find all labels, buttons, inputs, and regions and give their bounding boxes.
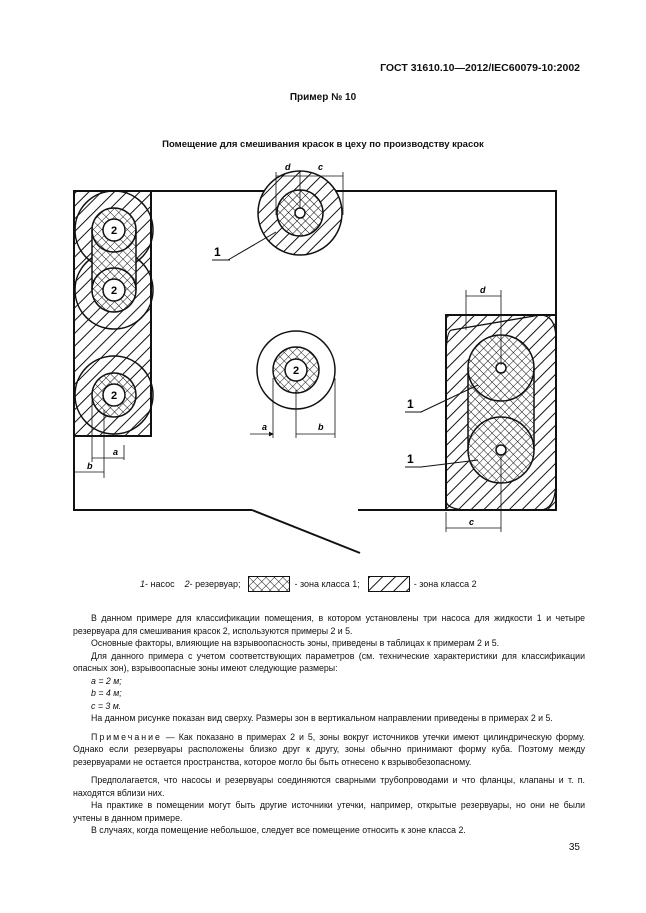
tank-icon (102, 383, 126, 407)
pump-center: 2 a b (250, 330, 336, 438)
zone1-swatch (248, 576, 291, 592)
tank-group-left: 2 2 2 a b (73, 190, 154, 478)
tank-label: 2 (111, 225, 117, 237)
dim-a-label: a (262, 422, 267, 432)
dim-c-label: c (318, 162, 323, 172)
dim-b-label: b (87, 461, 93, 471)
pump-top: d c 1 (212, 162, 344, 261)
pump-label: 1 (407, 452, 414, 466)
paragraph: На данном рисунке показан вид сверху. Ра… (91, 713, 553, 723)
legend-zone1: - зона класса 1; (294, 579, 360, 589)
tank-icon (284, 358, 308, 382)
paragraph: В данном примере для классификации помещ… (73, 613, 585, 636)
paragraph: В случаях, когда помещение небольшое, сл… (91, 825, 466, 835)
document-header: ГОСТ 31610.10—2012/IEC60079-10:2002 (380, 62, 580, 74)
tank-icon (102, 278, 126, 302)
note-text: — Как показано в примерах 2 и 5, зоны во… (73, 731, 585, 767)
pump-icon (495, 444, 507, 456)
dim-b-label: b (318, 422, 324, 432)
body-text: В данном примере для классификации помещ… (73, 612, 585, 837)
tank-group-right: d c 1 1 (405, 285, 557, 532)
legend-tank-num: 2 (184, 579, 190, 589)
dimension-a: a = 2 м; (91, 675, 122, 686)
page-number: 35 (568, 842, 580, 853)
tank-label: 2 (111, 285, 117, 297)
note: Примечание — Как показано в примерах 2 и… (73, 731, 585, 769)
paragraph: Основные факторы, влияющие на взрывоопас… (91, 638, 500, 648)
tank-label: 2 (293, 365, 299, 377)
figure-caption: Помещение для смешивания красок в цеху п… (162, 139, 484, 150)
legend-zone2: - зона класса 2 (413, 579, 477, 589)
dim-d-label: d (480, 285, 486, 295)
paragraph: Предполагается, что насосы и резервуары … (73, 775, 585, 798)
pump-label: 1 (214, 245, 221, 259)
pump-label: 1 (407, 397, 414, 411)
tank-label: 2 (111, 390, 117, 402)
dimension-b: b = 4 м; (91, 688, 122, 698)
dim-d-label: d (285, 162, 291, 172)
paragraph: Для данного примера с учетом соответству… (73, 650, 585, 674)
zone2-swatch (367, 576, 410, 592)
tank-icon (102, 218, 126, 242)
room-plan-figure: 2 2 2 a b d c 1 2 (73, 162, 557, 554)
example-title: Пример № 10 (289, 92, 357, 103)
dim-a-label: a (113, 447, 118, 457)
legend-pump-text: - насос (145, 579, 175, 589)
note-label: Примечание (91, 731, 162, 742)
figure-legend: 1 - насос 2 - резервуар; - зона класса 1… (140, 576, 477, 592)
dim-c-label: c (469, 517, 474, 527)
legend-tank-text: - резервуар; (189, 579, 241, 589)
legend-pump-num: 1 (140, 579, 146, 589)
dimension-c: c = 3 м. (91, 700, 122, 711)
paragraph: На практике в помещении могут быть други… (73, 800, 585, 823)
pump-icon (294, 207, 306, 219)
